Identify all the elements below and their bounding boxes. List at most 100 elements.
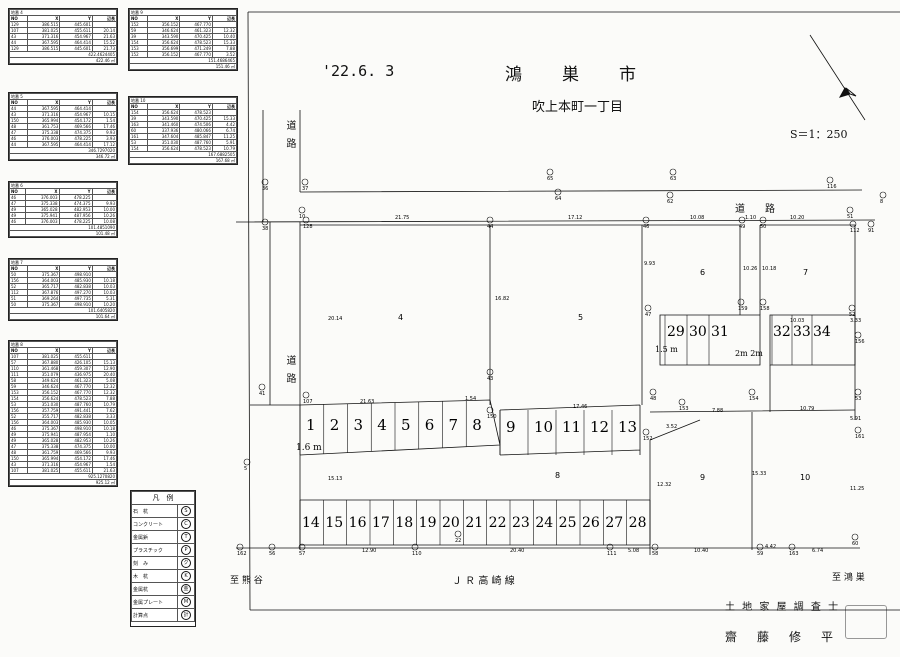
survey-mark-icon	[756, 543, 764, 551]
dimension-value: 20.40	[510, 548, 524, 554]
survey-mark-icon	[236, 543, 244, 551]
strip-lot-27: 27	[605, 515, 623, 531]
point-number-152: 152	[643, 436, 653, 442]
point-number-37: 37	[302, 186, 308, 192]
strip-lot-6: 6	[425, 416, 435, 434]
strip-lot-30: 30	[689, 324, 707, 340]
survey-mark-icon	[298, 206, 306, 214]
survey-mark-icon	[826, 176, 834, 184]
survey-mark-icon	[486, 406, 494, 414]
legend-item: 計算点計	[131, 608, 195, 622]
survey-mark-icon	[651, 543, 659, 551]
strip-lot-17: 17	[372, 515, 390, 531]
district-name: 吹上本町一丁目	[532, 100, 624, 115]
survey-mark-icon	[759, 216, 767, 224]
strip-lot-5: 5	[401, 416, 411, 434]
survey-mark-icon	[759, 298, 767, 306]
strip-lot-23: 23	[512, 515, 530, 531]
survey-mark-icon	[738, 216, 746, 224]
survey-mark-icon	[846, 206, 854, 214]
road-left-line-a	[262, 110, 301, 222]
area-value: 101.64 ㎡	[9, 313, 117, 320]
dimension-value: 7.88	[712, 408, 723, 414]
point-number-111: 111	[607, 551, 617, 557]
strip-lot-31: 31	[711, 324, 729, 340]
strip-lot-1: 1	[306, 416, 316, 434]
strip-lot-8: 8	[472, 416, 482, 434]
survey-mark-icon	[454, 530, 462, 538]
point-number-50: 50	[760, 224, 766, 230]
point-number-154: 154	[749, 396, 759, 402]
to-kumagaya-label: 至 熊 谷	[230, 576, 263, 586]
strip-lot-18: 18	[395, 515, 413, 531]
survey-mark-icon	[669, 168, 677, 176]
survey-mark-icon	[261, 178, 269, 186]
point-number-49: 49	[739, 224, 745, 230]
dimension-value: 10.40	[694, 548, 708, 554]
seal-stamp-icon	[845, 605, 887, 639]
strip-lot-15: 15	[325, 515, 343, 531]
survey-mark-icon	[268, 543, 276, 551]
survey-mark-icon	[301, 178, 309, 186]
point-number-163: 163	[789, 551, 799, 557]
dimension-value: 1.54	[465, 396, 476, 402]
dimension-value: 10.03	[790, 318, 804, 324]
survey-mark-icon	[748, 388, 756, 396]
to-konosu-label: 至 鴻 巣	[832, 573, 865, 583]
point-number-62: 62	[667, 199, 673, 205]
area-value: 101.48 ㎡	[9, 230, 117, 237]
survey-mark-icon	[302, 391, 310, 399]
point-number-110: 110	[412, 551, 422, 557]
parcel-number-8: 8	[555, 471, 560, 480]
strip-lot-9: 9	[506, 418, 516, 436]
strip-lot-26: 26	[582, 515, 600, 531]
point-number-158: 158	[760, 306, 770, 312]
point-number-5: 5	[244, 466, 247, 472]
survey-mark-icon	[486, 368, 494, 376]
point-number-36: 36	[262, 186, 268, 192]
point-number-41: 41	[259, 391, 265, 397]
dimension-value: 12.32	[657, 482, 671, 488]
parcel-number-7: 7	[803, 268, 808, 277]
legend-symbol-icon: ク	[181, 558, 191, 568]
parcel-number-4: 4	[398, 313, 403, 322]
survey-mark-icon	[258, 383, 266, 391]
survey-mark-icon	[854, 388, 862, 396]
legend-symbol-icon: M	[181, 597, 191, 607]
point-number-128: 128	[303, 224, 313, 230]
dimension-annotation-15: 1.5 m	[655, 345, 678, 354]
dimension-value: 9.93	[644, 261, 655, 267]
road-left-line-b	[250, 222, 300, 406]
strip-lot-10: 10	[534, 418, 553, 436]
dimension-value: 21.63	[360, 399, 374, 405]
dimension-value: 10.79	[800, 406, 814, 412]
point-number-159: 159	[738, 306, 748, 312]
parcel-number-5: 5	[578, 313, 583, 322]
survey-mark-icon	[848, 304, 856, 312]
parcel-number-9: 9	[700, 473, 705, 482]
point-number-161: 161	[855, 434, 865, 440]
legend-symbol-icon: 計	[181, 610, 191, 620]
dimension-value: 11.25	[850, 486, 864, 492]
dimension-annotation-1m: 1.6 m	[296, 443, 322, 453]
point-number-48: 48	[650, 396, 656, 402]
strip-lot-13: 13	[618, 418, 637, 436]
point-number-150: 150	[487, 414, 497, 420]
point-number-91: 91	[868, 228, 874, 234]
survey-mark-icon	[666, 191, 674, 199]
survey-mark-icon	[261, 218, 269, 226]
point-number-156: 156	[855, 339, 865, 345]
strip-lot-11: 11	[562, 418, 581, 436]
strip-lot-7: 7	[449, 416, 459, 434]
